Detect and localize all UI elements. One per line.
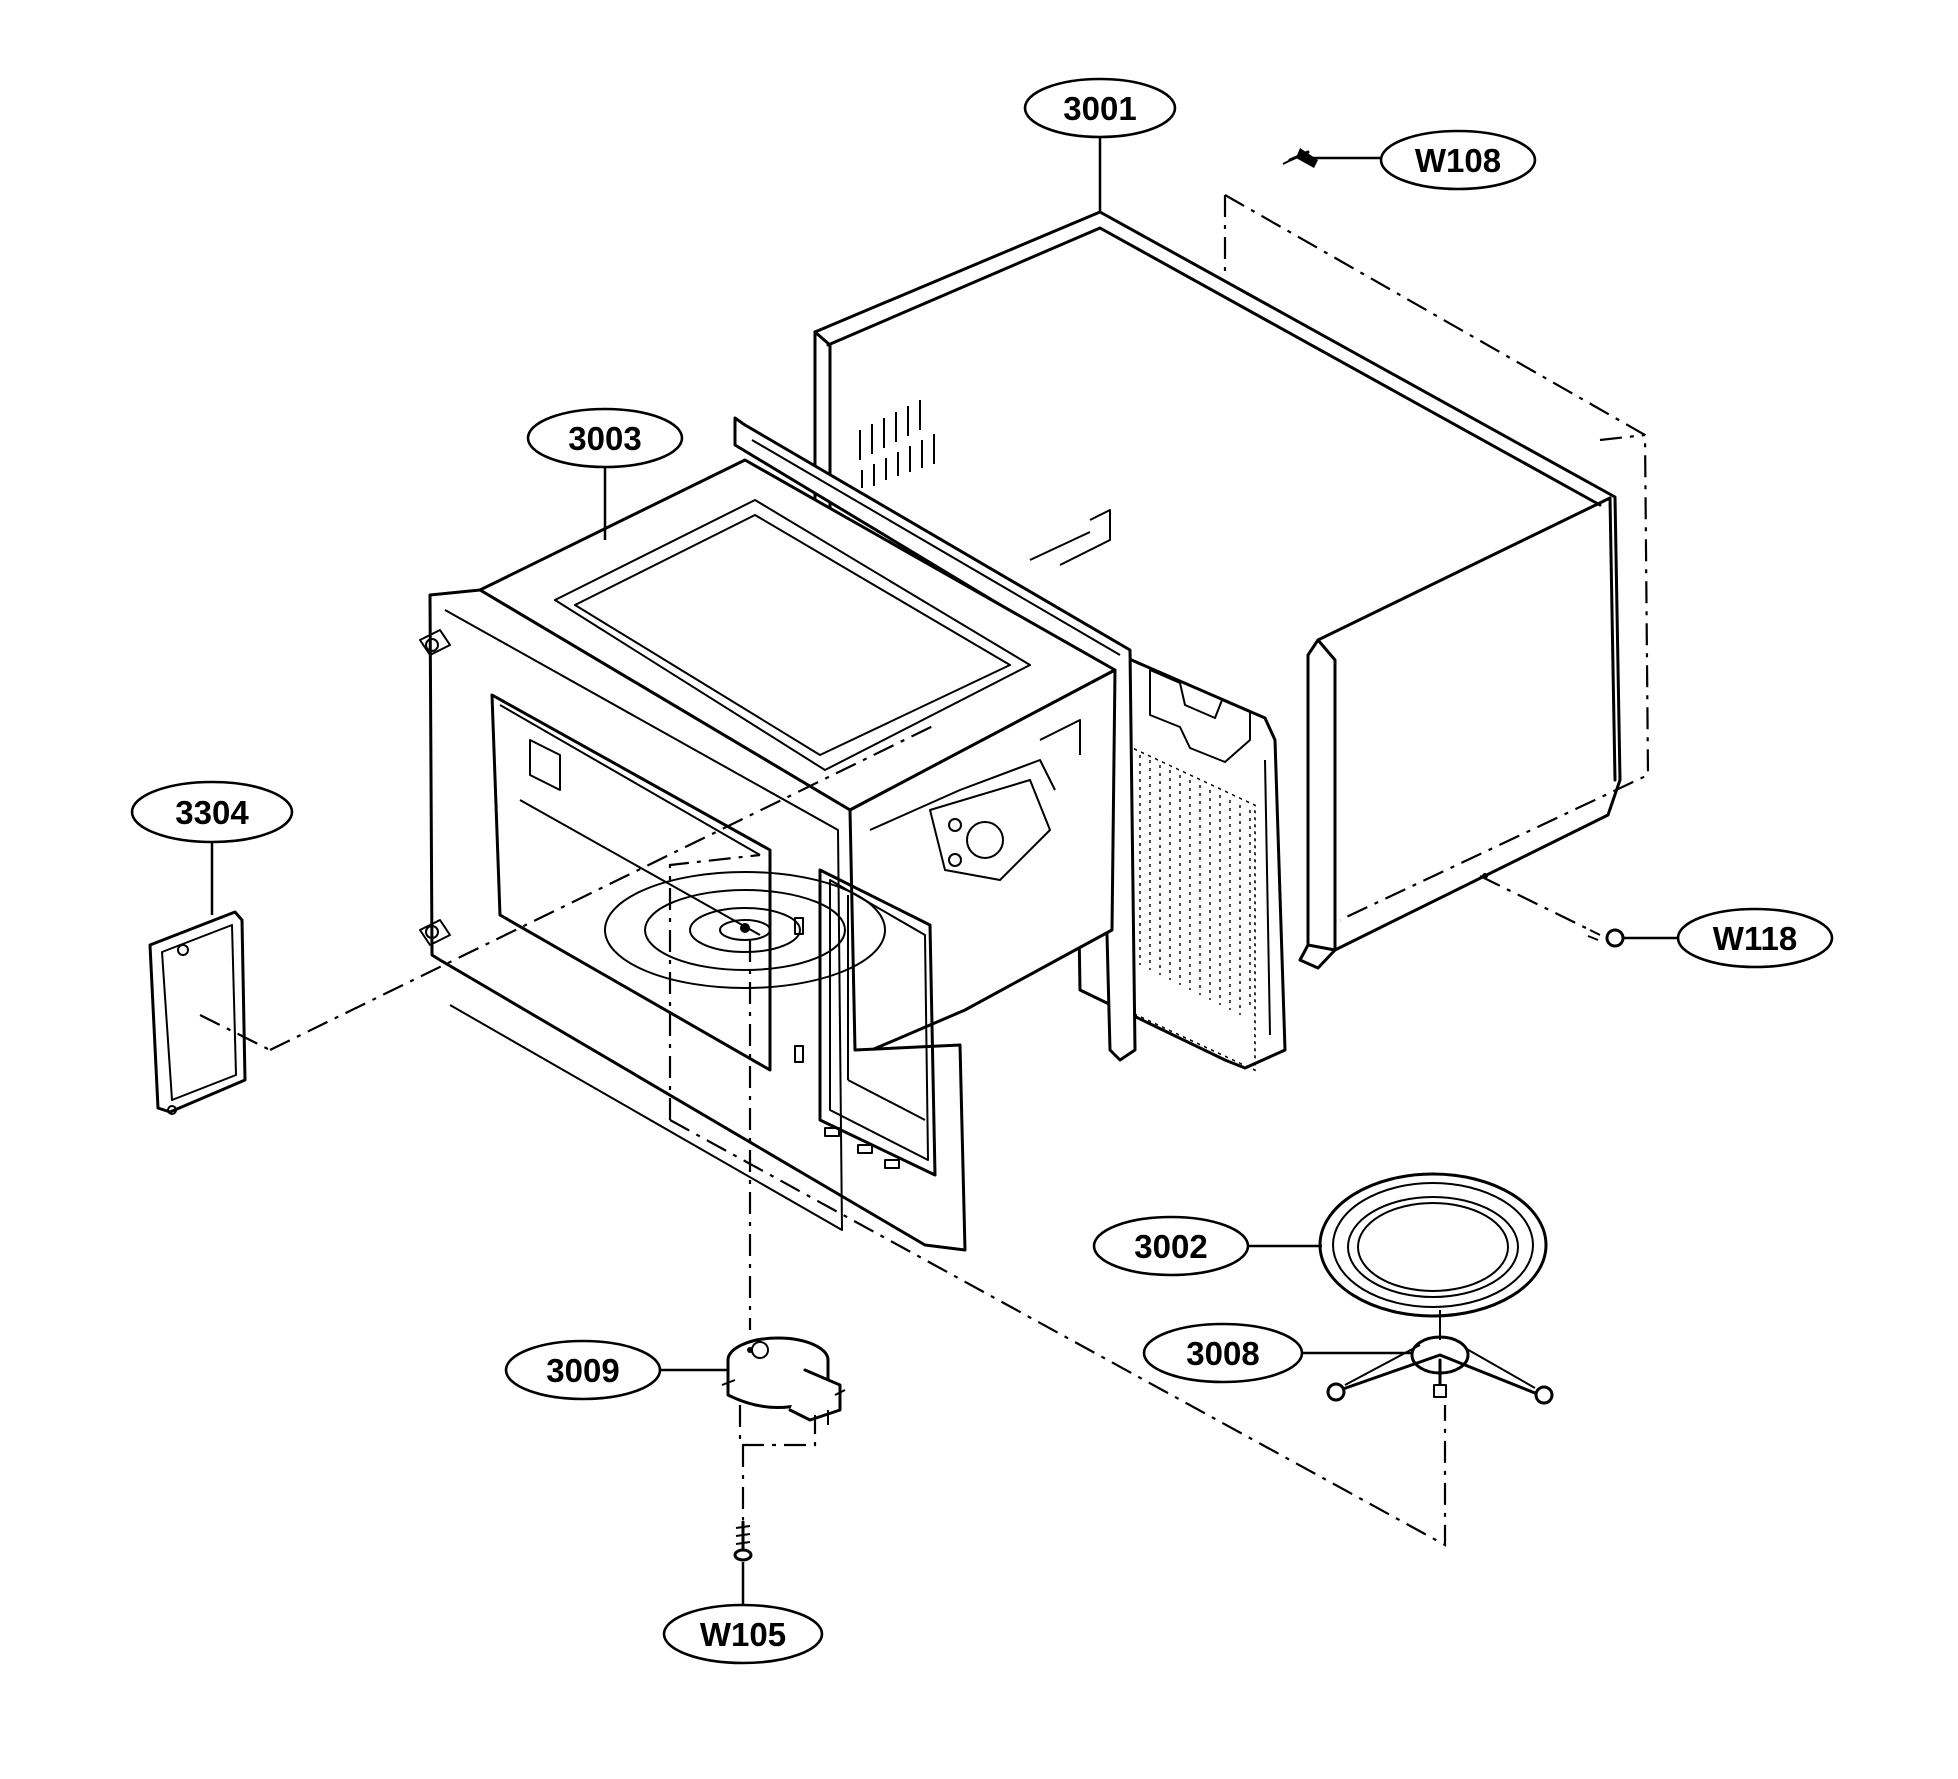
screw-w108-icon <box>1282 148 1318 168</box>
callout-3009: 3009 <box>504 1339 662 1401</box>
cover-plate-icon <box>148 910 247 1115</box>
roller-ring-icon <box>1326 1310 1554 1405</box>
leader-lines <box>210 137 1678 1605</box>
callout-3003: 3003 <box>526 407 684 469</box>
callout-3002-label: 3002 <box>1134 1228 1207 1265</box>
callout-w118: W118 <box>1676 907 1834 969</box>
cavity-icon <box>419 416 1137 1252</box>
callout-3008: 3008 <box>1142 1322 1304 1384</box>
screw-w105-icon <box>733 1520 753 1562</box>
callout-3008-label: 3008 <box>1186 1335 1259 1372</box>
callout-w105: W105 <box>662 1603 824 1665</box>
callout-w118-label: W118 <box>1713 920 1797 957</box>
callout-3304-label: 3304 <box>175 794 249 831</box>
assembly-lines <box>199 194 1650 1547</box>
turntable-tray-icon <box>1318 1172 1548 1318</box>
drive-motor-icon <box>721 1336 846 1428</box>
callout-w105-label: W105 <box>700 1616 786 1653</box>
outer-case-icon <box>813 210 1622 970</box>
callout-w108-label: W108 <box>1415 142 1501 179</box>
callout-3009-label: 3009 <box>546 1352 619 1389</box>
callout-3002: 3002 <box>1092 1215 1250 1277</box>
callout-3003-label: 3003 <box>568 420 641 457</box>
callout-w108: W108 <box>1379 129 1537 191</box>
screw-w118-icon <box>1587 928 1625 948</box>
callout-3304: 3304 <box>130 780 294 844</box>
callout-3001-label: 3001 <box>1063 90 1136 127</box>
callout-3001: 3001 <box>1023 77 1177 139</box>
